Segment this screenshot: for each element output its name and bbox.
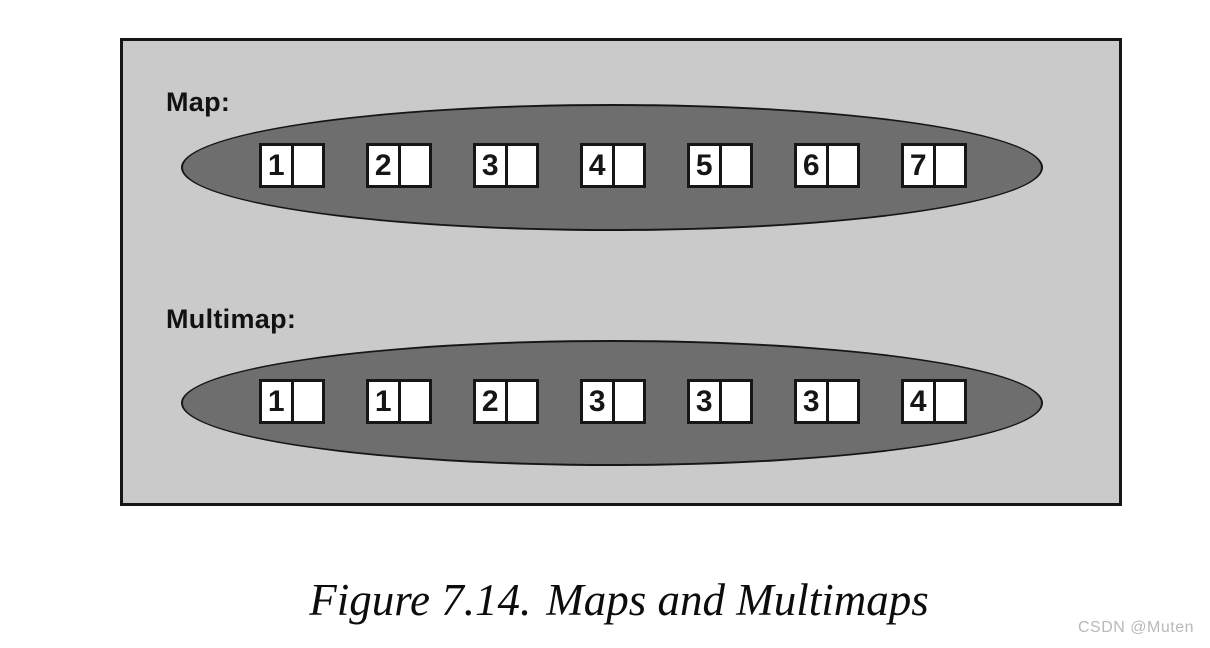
map-entry: 3 xyxy=(473,143,539,188)
value-cell xyxy=(401,382,430,421)
value-cell xyxy=(508,382,537,421)
watermark: CSDN @Muten xyxy=(1078,619,1194,636)
figure-caption: Figure 7.14. Maps and Multimaps xyxy=(0,574,1210,626)
key-cell: 2 xyxy=(476,382,508,421)
key-cell: 4 xyxy=(583,146,615,185)
multimap-entries-row: 1 1 2 3 3 3 4 xyxy=(259,379,967,424)
multimap-entry: 1 xyxy=(366,379,432,424)
map-entry: 7 xyxy=(901,143,967,188)
map-entry: 2 xyxy=(366,143,432,188)
value-cell xyxy=(722,146,751,185)
key-cell: 3 xyxy=(690,382,722,421)
key-cell: 5 xyxy=(690,146,722,185)
multimap-entry: 3 xyxy=(687,379,753,424)
multimap-entry: 3 xyxy=(794,379,860,424)
key-cell: 1 xyxy=(262,146,294,185)
value-cell xyxy=(615,382,644,421)
diagram-panel: Map: 1 2 3 4 5 6 7 Multim xyxy=(120,38,1122,506)
map-entries-row: 1 2 3 4 5 6 7 xyxy=(259,143,967,188)
multimap-entry: 4 xyxy=(901,379,967,424)
multimap-entry: 2 xyxy=(473,379,539,424)
value-cell xyxy=(829,382,858,421)
key-cell: 3 xyxy=(583,382,615,421)
map-entry: 5 xyxy=(687,143,753,188)
value-cell xyxy=(722,382,751,421)
multimap-entry: 1 xyxy=(259,379,325,424)
map-entry: 4 xyxy=(580,143,646,188)
value-cell xyxy=(936,382,965,421)
caption-title: Maps and Multimaps xyxy=(546,575,929,625)
map-entry: 6 xyxy=(794,143,860,188)
key-cell: 7 xyxy=(904,146,936,185)
value-cell xyxy=(615,146,644,185)
value-cell xyxy=(401,146,430,185)
value-cell xyxy=(829,146,858,185)
map-label: Map: xyxy=(166,87,231,117)
map-entry: 1 xyxy=(259,143,325,188)
value-cell xyxy=(294,146,323,185)
value-cell xyxy=(508,146,537,185)
key-cell: 3 xyxy=(476,146,508,185)
multimap-label: Multimap: xyxy=(166,304,297,334)
key-cell: 1 xyxy=(369,382,401,421)
value-cell xyxy=(936,146,965,185)
key-cell: 1 xyxy=(262,382,294,421)
key-cell: 2 xyxy=(369,146,401,185)
caption-figure-number: Figure 7.14. xyxy=(309,575,532,625)
value-cell xyxy=(294,382,323,421)
multimap-entry: 3 xyxy=(580,379,646,424)
key-cell: 3 xyxy=(797,382,829,421)
key-cell: 4 xyxy=(904,382,936,421)
key-cell: 6 xyxy=(797,146,829,185)
